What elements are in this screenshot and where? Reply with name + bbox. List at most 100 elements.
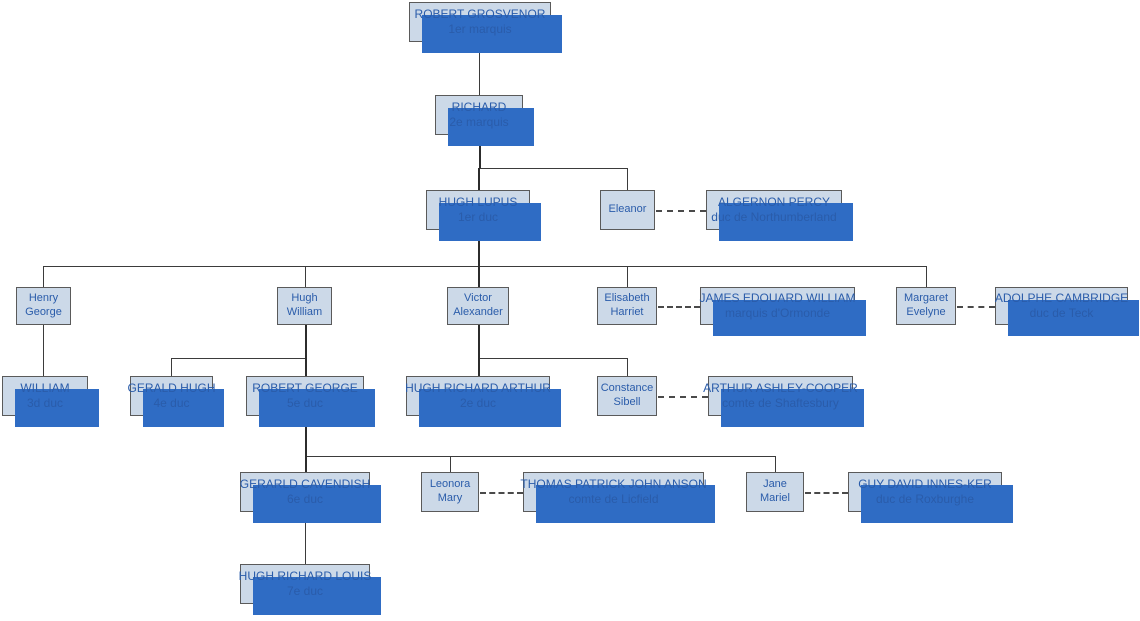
connector-bus4a-to-gerald xyxy=(171,358,172,376)
connector-bus-row3 xyxy=(43,266,927,267)
person-name: ADOLPHE CAMBRIDGE xyxy=(994,291,1129,305)
connector-hughlupus-down xyxy=(478,230,480,266)
person-name: Henry xyxy=(28,292,59,305)
connector-henry-down xyxy=(43,325,44,376)
person-name: GERARLD CAVENDISH xyxy=(239,477,371,491)
person-name: HUGH RICHARD LOUIS xyxy=(238,569,372,583)
person-title: Mary xyxy=(437,492,463,504)
person-name: ARTHUR ASHLEY-COOPER xyxy=(703,381,858,395)
person-title: marquis d'Ormonde xyxy=(725,306,830,320)
person-name: ROBERT GEORGE xyxy=(252,381,358,395)
person-title: Alexander xyxy=(453,306,503,318)
person-title: William xyxy=(286,306,323,318)
connector-gerarld-to-hugh7 xyxy=(305,512,306,564)
person-name: JAMES EDOUARD WILLIAM xyxy=(699,291,856,305)
connector-victor-down xyxy=(478,325,480,358)
person-name: ROBERT GROSVENOR xyxy=(414,7,546,21)
person-name: Leonora xyxy=(429,478,471,491)
person-title: 7e duc xyxy=(286,584,324,598)
connector-bus-row4b xyxy=(478,358,628,359)
connector-hughw-down xyxy=(305,325,307,358)
person-name: HUGH RICHARD ARTHUR xyxy=(405,381,551,395)
connector-robertg-down xyxy=(305,416,307,456)
connector-bus3-to-henry xyxy=(43,266,44,287)
person-title: Harriet xyxy=(610,306,644,318)
connector-bus4a-to-robertg xyxy=(305,358,307,376)
connector-bus3-to-victor xyxy=(478,266,480,287)
person-title: 6e duc xyxy=(286,492,324,506)
person-name: HUGH LUPUS xyxy=(438,195,518,209)
connector-bus2-to-hughlupus xyxy=(478,168,480,190)
person-title: George xyxy=(25,306,62,318)
connector-bus-row2 xyxy=(478,168,628,169)
connector-robert-to-richard xyxy=(479,42,480,95)
person-title: comte de Shaftesbury xyxy=(722,396,839,410)
person-title: 5e duc xyxy=(286,396,324,410)
person-title: 2e marquis xyxy=(449,115,509,129)
person-name: Eleanor xyxy=(608,203,647,216)
person-name: THOMAS PATRICK JOHN ANSON xyxy=(520,477,707,491)
marriage-connector-margaret-adolphe xyxy=(957,306,995,308)
person-title: 2e duc xyxy=(459,396,497,410)
connector-bus-row4a xyxy=(171,358,306,359)
person-title: Evelyne xyxy=(906,306,946,318)
connector-bus4b-to-hughra xyxy=(478,358,480,376)
connector-bus3-to-margaret xyxy=(926,266,927,287)
person-name: Elisabeth xyxy=(604,292,650,305)
person-title: Sibell xyxy=(613,396,641,408)
person-node-eleanor[interactable]: Eleanor xyxy=(600,190,655,230)
person-name: RICHARD xyxy=(451,100,507,114)
person-name: Hugh xyxy=(291,292,318,305)
person-name: GUY DAVID INNES-KER xyxy=(858,477,992,491)
person-name: Margaret xyxy=(903,292,949,305)
person-name: Jane xyxy=(763,478,787,491)
connector-bus5-to-jane xyxy=(775,456,776,472)
marriage-connector-eleanor-algernon xyxy=(656,210,706,212)
person-title: Mariel xyxy=(760,492,790,504)
person-title: 4e duc xyxy=(153,396,190,410)
marriage-connector-elisabeth-james xyxy=(658,306,700,308)
marriage-connector-constance-arthur xyxy=(658,396,708,398)
person-name: WILLIAM xyxy=(20,381,70,395)
connector-bus3-to-hughw xyxy=(305,266,306,287)
person-title: duc de Northumberland xyxy=(711,210,837,224)
person-title: comte de Licfield xyxy=(568,492,659,506)
connector-bus5-to-leonora xyxy=(450,456,451,472)
person-title: duc de Teck xyxy=(1029,306,1094,320)
connector-richard-down xyxy=(479,135,481,168)
person-name: Constance xyxy=(600,382,654,395)
person-title: duc de Roxburghe xyxy=(875,492,975,506)
connector-bus-row5 xyxy=(305,456,776,457)
marriage-connector-leonora-thomas xyxy=(480,492,523,494)
person-name: Victor xyxy=(464,292,492,305)
person-title: 1er duc xyxy=(457,210,499,224)
person-name: ALGERNON PERCY xyxy=(717,195,831,209)
marriage-connector-jane-guy xyxy=(805,492,848,494)
connector-bus5-to-gerarld xyxy=(305,456,307,472)
person-title: 1er marquis xyxy=(448,22,512,36)
